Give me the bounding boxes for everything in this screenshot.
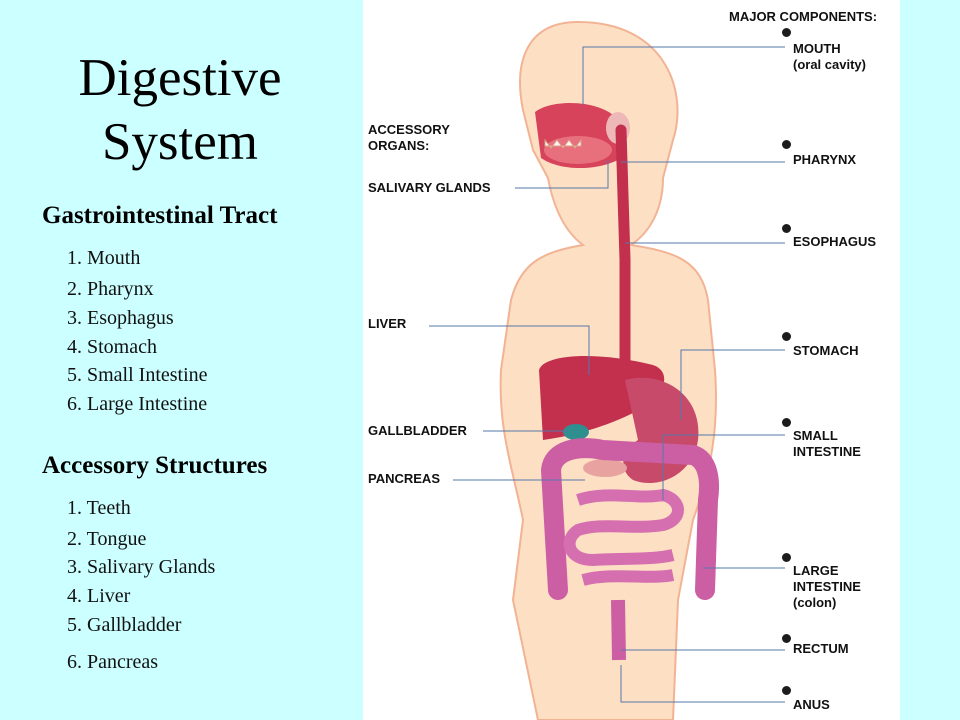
label-mouth: MOUTH <box>793 41 841 56</box>
label-small-intestine-2: INTESTINE <box>793 444 861 459</box>
teeth <box>544 138 582 149</box>
gi-item-stomach: 4. Stomach <box>67 336 157 358</box>
bullet-dot <box>782 28 791 37</box>
label-liver: LIVER <box>368 316 407 331</box>
body-illustration <box>429 20 785 720</box>
label-gallbladder: GALLBLADDER <box>368 423 467 438</box>
label-large-intestine-2: INTESTINE <box>793 579 861 594</box>
accessory-organs-heading-2: ORGANS: <box>368 138 430 153</box>
liver <box>539 355 665 440</box>
gi-item-mouth: 1. Mouth <box>67 247 141 269</box>
acc-item-liver: 4. Liver <box>67 585 131 607</box>
acc-item-gallbladder: 5. Gallbladder <box>67 614 182 636</box>
label-esophagus: ESOPHAGUS <box>793 234 877 249</box>
esophagus <box>615 124 631 386</box>
acc-item-teeth: 1. Teeth <box>67 497 131 519</box>
title-line-2: System <box>101 113 259 171</box>
tongue <box>544 136 612 164</box>
acc-item-pancreas: 6. Pancreas <box>67 651 159 673</box>
bullet-dot <box>782 634 791 643</box>
bullet-dot <box>782 224 791 233</box>
gi-item-pharynx: 2. Pharynx <box>67 278 154 300</box>
accessory-organs-heading-1: ACCESSORY <box>368 122 450 137</box>
label-stomach: STOMACH <box>793 343 859 358</box>
small-intestine <box>563 488 684 586</box>
acc-item-tongue: 2. Tongue <box>67 528 147 550</box>
gallbladder <box>563 424 589 440</box>
major-components-heading: MAJOR COMPONENTS: <box>729 9 878 24</box>
bullet-dot <box>782 332 791 341</box>
gi-item-large-intestine: 6. Large Intestine <box>67 393 208 415</box>
label-large-intestine-3: (colon) <box>793 595 837 610</box>
anatomy-diagram: MAJOR COMPONENTS: MOUTH (oral cavity) PH… <box>363 0 900 720</box>
gi-tract-heading: Gastrointestinal Tract <box>42 202 278 229</box>
label-pancreas: PANCREAS <box>368 471 440 486</box>
label-salivary-glands: SALIVARY GLANDS <box>368 180 491 195</box>
label-mouth-sub: (oral cavity) <box>793 57 866 72</box>
bullet-dot <box>782 553 791 562</box>
page-title: Digestive System <box>40 46 320 174</box>
gi-item-esophagus: 3. Esophagus <box>67 307 174 329</box>
pancreas <box>583 459 627 477</box>
rectum <box>611 599 626 661</box>
bullet-dot <box>782 140 791 149</box>
large-intestine <box>540 438 720 600</box>
label-rectum: RECTUM <box>793 641 849 656</box>
leader-lines <box>429 46 785 703</box>
label-small-intestine-1: SMALL <box>793 428 838 443</box>
acc-item-salivary-glands: 3. Salivary Glands <box>67 556 216 578</box>
gi-item-small-intestine: 5. Small Intestine <box>67 364 208 386</box>
accessory-heading: Accessory Structures <box>42 452 268 479</box>
label-anus: ANUS <box>793 697 830 712</box>
bullet-dot <box>782 418 791 427</box>
label-large-intestine-1: LARGE <box>793 563 839 578</box>
label-pharynx: PHARYNX <box>793 152 857 167</box>
bullet-dot <box>782 686 791 695</box>
title-line-1: Digestive <box>78 49 282 107</box>
